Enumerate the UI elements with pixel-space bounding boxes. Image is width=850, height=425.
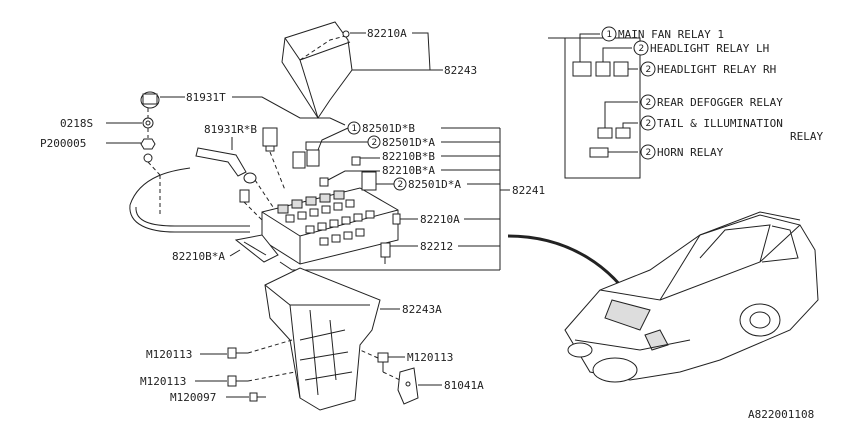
legend-headlight-lh: HEADLIGHT RELAY LH xyxy=(650,42,769,55)
connector-82210A xyxy=(392,213,401,225)
label-82501D-A-1: 82501D*A xyxy=(382,136,435,149)
label-81931R-B: 81931R*B xyxy=(204,123,257,136)
legend-tail-relay: RELAY xyxy=(790,130,823,143)
lower-case-82243A xyxy=(264,267,381,411)
legend-headlight-rh: HEADLIGHT RELAY RH xyxy=(657,63,776,76)
sensor-81931T xyxy=(140,91,160,109)
circle-number-2: 2 xyxy=(372,138,378,148)
label-M120113-left-lower: M120113 xyxy=(140,375,186,388)
label-P200005: P200005 xyxy=(40,137,86,150)
circle-number-2: 2 xyxy=(639,44,645,54)
washer-0218S xyxy=(142,117,154,129)
figure-code: A822001108 xyxy=(748,408,814,421)
bolt-M120113-left xyxy=(227,347,248,359)
label-82501D-A-2: 82501D*A xyxy=(408,178,461,191)
bolt-M120113-right xyxy=(377,352,389,372)
connector-82210B-A-left xyxy=(239,189,250,203)
label-82243: 82243 xyxy=(444,64,477,77)
label-0218S: 0218S xyxy=(60,117,93,130)
circle-number-2: 2 xyxy=(646,98,652,108)
fuse-box-82241 xyxy=(261,187,399,265)
label-82243A: 82243A xyxy=(402,303,442,316)
circle-number-2: 2 xyxy=(398,180,404,190)
relay-legend: 1 MAIN FAN RELAY 1 2 HEADLIGHT RELAY LH … xyxy=(548,26,823,179)
label-82241: 82241 xyxy=(512,184,545,197)
fuse-82212 xyxy=(380,242,391,264)
circle-number-2: 2 xyxy=(646,65,652,75)
relay-82501D-B xyxy=(262,127,278,152)
label-81931T: 81931T xyxy=(186,91,226,104)
relay-82501D-A xyxy=(292,149,377,191)
label-M120113-right: M120113 xyxy=(407,351,453,364)
label-M120113-left: M120113 xyxy=(146,348,192,361)
circle-number-1: 1 xyxy=(607,30,613,40)
harness-connector xyxy=(129,147,257,233)
bolt-M120113-left-lower xyxy=(227,375,248,387)
nut-P200005 xyxy=(140,138,156,163)
bracket-81041A xyxy=(397,367,419,405)
fuse-box-cover xyxy=(281,21,353,119)
label-82210B-A-left: 82210B*A xyxy=(172,250,225,263)
circle-number-2: 2 xyxy=(646,119,652,129)
circle-number-2: 2 xyxy=(646,148,652,158)
label-82210A-mid: 82210A xyxy=(420,213,460,226)
legend-rear-defogger: REAR DEFOGGER RELAY xyxy=(657,96,783,109)
legend-horn: HORN RELAY xyxy=(657,146,724,159)
legend-tail-illumination: TAIL & ILLUMINATION xyxy=(657,117,783,130)
legend-main-fan: MAIN FAN RELAY 1 xyxy=(618,28,724,41)
connector-82210B xyxy=(319,156,361,187)
bolt-M120097 xyxy=(249,392,266,402)
label-82210A-top: 82210A xyxy=(367,27,407,40)
label-82210B-A-right: 82210B*A xyxy=(382,164,435,177)
label-82212: 82212 xyxy=(420,240,453,253)
bracket-82210B-A xyxy=(234,234,279,263)
label-82210B-B: 82210B*B xyxy=(382,150,435,163)
car-illustration xyxy=(564,211,819,383)
label-82501D-B: 82501D*B xyxy=(362,122,415,135)
label-M120097: M120097 xyxy=(170,391,216,404)
label-81041A: 81041A xyxy=(444,379,484,392)
circle-number-1: 1 xyxy=(352,124,358,134)
